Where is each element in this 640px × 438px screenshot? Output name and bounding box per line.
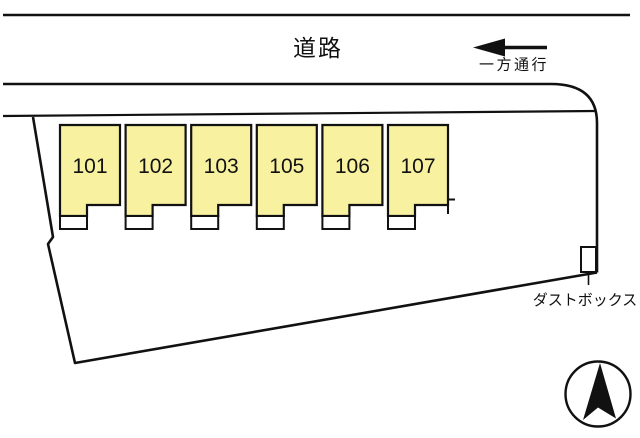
unit-label: 107 [400,155,435,178]
unit-porch [124,215,154,230]
unit-label: 103 [204,155,239,178]
unit-105: 105 [255,123,318,230]
unit-102: 102 [124,123,187,230]
unit-101: 101 [58,123,122,230]
unit-porch [190,215,220,230]
site-inner-line [2,109,597,118]
road-edge-bottom [3,82,599,273]
unit-label: 105 [269,155,304,178]
north-arrow [583,363,616,420]
compass-icon [564,360,632,428]
compass-circle [564,360,632,428]
unit-porch [321,215,351,230]
unit-label: 101 [72,155,107,178]
unit-porch [387,215,416,230]
unit-103: 103 [190,123,253,230]
dust-box-label: ダストボックス [533,292,638,309]
one-way-arrow-icon [473,38,547,57]
unit-106: 106 [321,123,384,230]
building-edge-stub [447,198,455,214]
unit-107: 107 [386,123,450,230]
unit-label: 102 [138,155,173,178]
unit-porch [255,215,285,230]
one-way-label: 一方通行 [479,57,549,74]
road-label: 道路 [293,35,343,61]
unit-label: 106 [335,155,370,178]
unit-porch [59,215,88,230]
site-boundary [31,116,598,365]
dust-box [580,246,597,273]
